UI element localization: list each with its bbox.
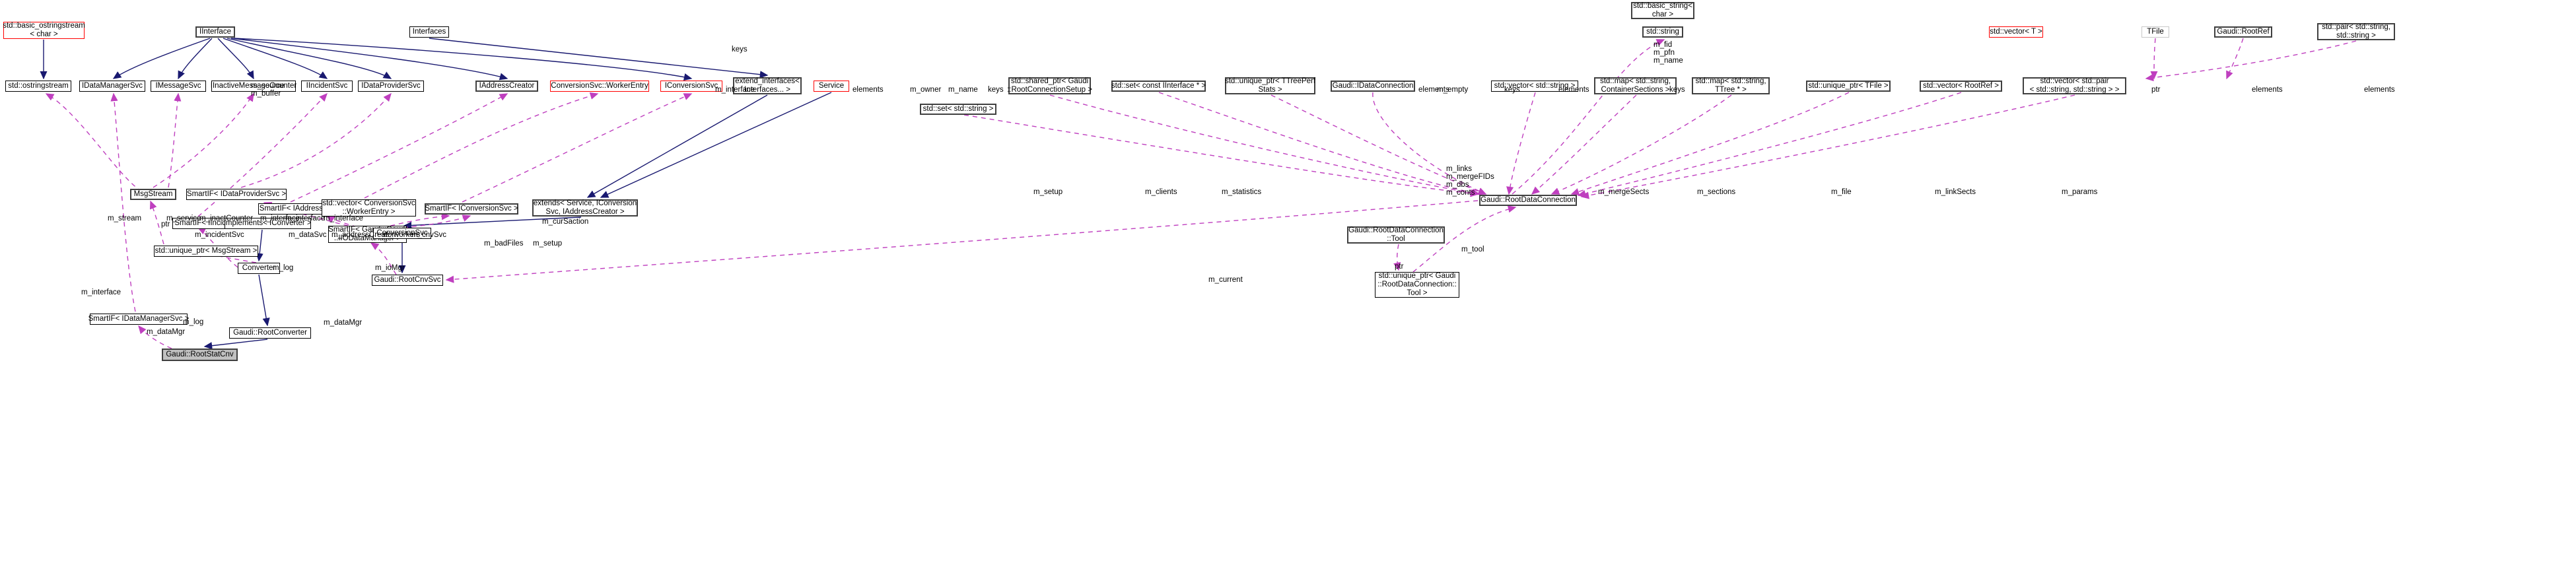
class-node-unique-ptr-tfile[interactable]: std::unique_ptr< TFile > xyxy=(1806,81,1891,92)
edge-label: m_name xyxy=(948,86,978,94)
edge-label: keys xyxy=(988,86,1004,94)
class-node-implements-iconverter[interactable]: implements< IConverter > xyxy=(224,218,312,229)
edge-label: m_clients xyxy=(1145,188,1177,196)
class-node-map-ttree[interactable]: std::map< std::string, TTree * > xyxy=(1692,77,1770,94)
edge-label: m_log xyxy=(183,318,204,326)
edge-label: m_interface xyxy=(324,215,364,222)
class-node-vector-T[interactable]: std::vector< T > xyxy=(1989,26,2043,38)
class-node-gaudi-idataconnection[interactable]: Gaudi::IDataConnection xyxy=(1331,81,1415,92)
edge-label: elements xyxy=(2252,86,2283,94)
edge-label: m_dataSvc xyxy=(289,231,327,239)
class-node-iinterface[interactable]: IInterface xyxy=(195,26,235,38)
class-node-idatamanagersvc[interactable]: IDataManagerSvc xyxy=(79,81,145,92)
edge-label: m_ioMgr xyxy=(375,264,405,272)
edge-label: m_dataMgr xyxy=(324,319,363,327)
edge-label: m_incidentSvc xyxy=(195,231,244,239)
class-node-iinactivemessagecounter[interactable]: IInactiveMessageCounter xyxy=(211,81,296,92)
class-node-smartif-idataprovidersvc[interactable]: SmartIF< IDataProviderSvc > xyxy=(186,189,287,200)
edge-label: m_mergeSects xyxy=(1598,188,1650,196)
edge-label: ptr xyxy=(2151,86,2161,94)
edge-label: m_workers xyxy=(383,231,421,239)
edge-label: m_fid m_pfn m_name xyxy=(1654,41,1683,65)
edge-label: m_sections xyxy=(1697,188,1736,196)
class-node-gaudi-rootref[interactable]: Gaudi::RootRef xyxy=(2214,26,2272,38)
edge-label: m_interface xyxy=(260,215,300,222)
class-node-idataprovidersvc[interactable]: IDataProviderSvc xyxy=(358,81,424,92)
class-node-gaudi-rootdataconnection-tool[interactable]: Gaudi::RootDataConnection ::Tool xyxy=(1347,226,1445,244)
class-node-set-const-iinterface[interactable]: std::set< const IInterface * > xyxy=(1111,81,1206,92)
class-node-gaudi-rootcnvsvc[interactable]: Gaudi::RootCnvSvc xyxy=(372,275,443,286)
edge-label: elements xyxy=(1558,86,1589,94)
class-node-unique-ptr-tool[interactable]: std::unique_ptr< Gaudi ::RootDataConnect… xyxy=(1375,272,1459,298)
edge-label: m_interface xyxy=(81,288,122,296)
class-node-set-string[interactable]: std::set< std::string > xyxy=(920,104,996,115)
class-node-extends-service[interactable]: extends< Service, IConversion Svc, IAddr… xyxy=(532,199,638,217)
class-node-converter[interactable]: Converter xyxy=(238,263,280,274)
edge-label: m_interface xyxy=(285,215,326,222)
class-node-iincidentsvc[interactable]: IIncidentSvc xyxy=(301,81,353,92)
class-node-iaddresscreator[interactable]: IAddressCreator xyxy=(475,81,538,92)
class-node-gaudi-rootdataconnection[interactable]: Gaudi::RootDataConnection xyxy=(1479,195,1577,206)
edge-label: keys xyxy=(1504,86,1520,94)
edge-label: elements xyxy=(2364,86,2395,94)
edge-label: m_interface xyxy=(715,86,755,94)
edge-label: m_file xyxy=(1831,188,1852,196)
class-node-vector-pair[interactable]: std::vector< std::pair < std::string, st… xyxy=(2023,77,2126,94)
edge-label: m_addressCreator xyxy=(331,231,395,239)
edge-label: m_curSaction xyxy=(542,218,589,226)
edge-label: m_service xyxy=(166,215,201,222)
class-node-service[interactable]: Service xyxy=(814,81,849,92)
edge-label: m_links m_mergeFIDs m_dbs m_conts xyxy=(1446,165,1494,197)
edge-label: elements xyxy=(1418,86,1449,94)
edge-label: m_params xyxy=(2062,188,2098,196)
edge-label: m_linkSects xyxy=(1935,188,1976,196)
class-node-shared-ptr-rcs[interactable]: std::shared_ptr< Gaudi ::RootConnectionS… xyxy=(1007,77,1092,94)
class-node-pair-string-string[interactable]: std::pair< std::string, std::string > xyxy=(2317,23,2395,40)
edge-label: m_owner xyxy=(910,86,942,94)
class-node-extend-interfaces[interactable]: extend_interfaces< Interfaces... > xyxy=(733,77,802,94)
edge-label: ptr xyxy=(1395,263,1404,271)
class-node-gaudi-rootstatcnv[interactable]: Gaudi::RootStatCnv xyxy=(162,349,238,361)
class-node-smartif-idatamanagersvc[interactable]: SmartIF< IDataManagerSvc > xyxy=(88,314,189,325)
edge-label: m_dataMgr xyxy=(147,328,186,336)
edge-label: keys xyxy=(732,46,748,53)
edge-label: m_log xyxy=(273,264,294,272)
class-node-unique-ptr-ttreeperf[interactable]: std::unique_ptr< TTreePerf Stats > xyxy=(1224,77,1316,94)
edge-label: m_inactCounter xyxy=(199,215,254,222)
edge-label: m_current xyxy=(1208,276,1243,284)
class-node-iconversionsvc[interactable]: IConversionSvc xyxy=(660,81,722,92)
edge-label: m_statistics xyxy=(1222,188,1262,196)
class-node-basic-string[interactable]: std::basic_string< char > xyxy=(1631,2,1694,19)
edge-label: m_cnvSvc xyxy=(411,231,447,239)
class-node-map-containersections[interactable]: std::map< std::string, ContainerSections… xyxy=(1594,77,1677,94)
class-node-ostringstream[interactable]: std::ostringstream xyxy=(5,81,71,92)
class-node-vector-rootref[interactable]: std::vector< RootRef > xyxy=(1920,81,2002,92)
class-node-tfile[interactable]: TFile xyxy=(2141,26,2169,38)
edge-label: m_setup xyxy=(533,240,563,248)
edge-label: m_tool xyxy=(1461,246,1484,253)
edge-label: m_badFiles xyxy=(484,240,524,248)
class-node-msgstream[interactable]: MsgStream xyxy=(130,189,176,200)
edge-label: ptr xyxy=(161,220,170,228)
class-node-string[interactable]: std::string xyxy=(1642,26,1683,38)
edge-label: elements xyxy=(853,86,884,94)
class-node-basic-ostringstream[interactable]: std::basic_ostringstream < char > xyxy=(3,22,85,39)
class-node-interfaces[interactable]: Interfaces xyxy=(409,26,449,38)
class-node-unique-ptr-msgstream[interactable]: std::unique_ptr< MsgStream > xyxy=(154,246,258,257)
class-node-imessagesvc[interactable]: IMessageSvc xyxy=(151,81,206,92)
edge-label: m_empty xyxy=(1437,86,1469,94)
edge-label: m_stream xyxy=(108,215,142,222)
class-node-conversionsvc[interactable]: ConversionSvc xyxy=(373,228,431,239)
class-node-gaudi-rootconverter[interactable]: Gaudi::RootConverter xyxy=(229,327,311,339)
class-node-conversionsvc-workerentry[interactable]: ConversionSvc::WorkerEntry xyxy=(550,81,649,92)
class-node-vector-string[interactable]: std::vector< std::string > xyxy=(1491,81,1578,92)
class-node-vector-workerentry[interactable]: std::vector< ConversionSvc ::WorkerEntry… xyxy=(322,199,416,217)
class-node-smartif-iconversionsvc[interactable]: SmartIF< IConversionSvc > xyxy=(425,203,518,215)
edge-label: keys xyxy=(1669,86,1685,94)
edge-label: m_source m_buffer xyxy=(251,82,285,98)
edge-label: m_setup xyxy=(1033,188,1063,196)
